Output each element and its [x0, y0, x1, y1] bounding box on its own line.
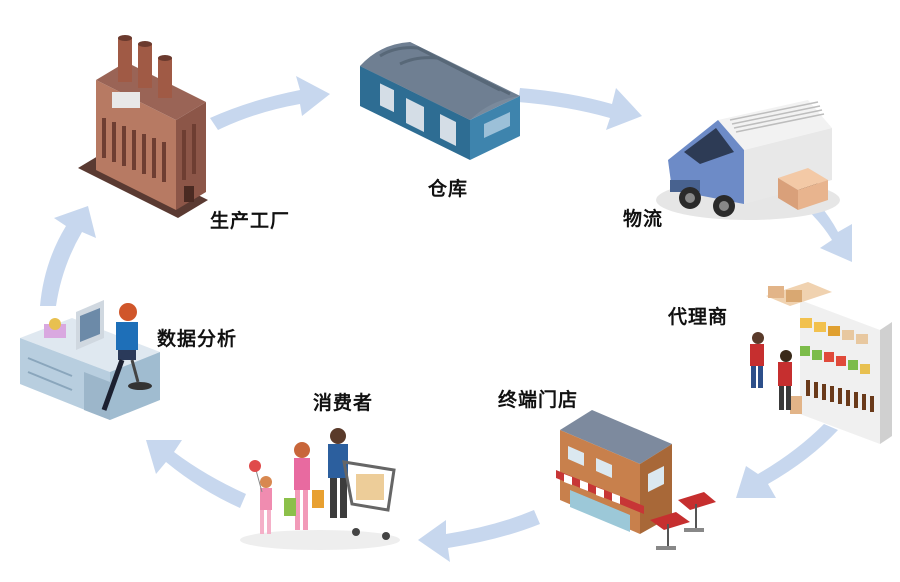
- arrow-agent-to-store: [736, 424, 838, 498]
- store-icon: [556, 410, 716, 550]
- node-label-data-analysis: 数据分析: [157, 328, 238, 350]
- node-label-consumer: 消费者: [313, 392, 374, 414]
- node-label-agent: 代理商: [668, 306, 729, 328]
- factory-icon: [78, 35, 208, 218]
- analyst-desk-icon: [20, 300, 160, 420]
- warehouse-icon: [360, 42, 520, 160]
- cycle-arrows: [40, 76, 852, 562]
- shelf-icon: [750, 282, 892, 444]
- node-label-logistics: 物流: [623, 208, 664, 230]
- node-label-warehouse: 仓库: [428, 178, 469, 200]
- arrow-store-to-consumer: [418, 510, 540, 562]
- van-icon: [656, 100, 840, 220]
- shoppers-icon: [240, 428, 400, 550]
- node-label-factory: 生产工厂: [210, 210, 291, 232]
- arrow-factory-to-warehouse: [210, 76, 330, 130]
- arrow-consumer-to-data: [146, 440, 246, 508]
- arrow-warehouse-to-logistics: [518, 88, 642, 130]
- node-label-store: 终端门店: [498, 389, 579, 411]
- arrow-data-to-factory: [40, 206, 96, 306]
